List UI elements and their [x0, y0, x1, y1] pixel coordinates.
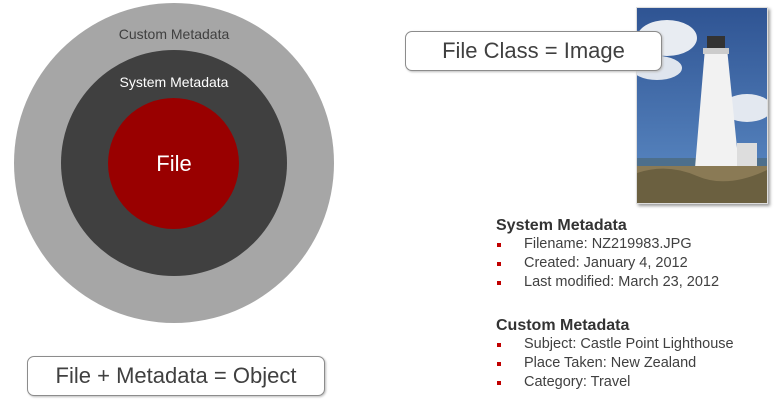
system-metadata-section: System Metadata Filename: NZ219983.JPG C… [496, 217, 719, 292]
bullet-icon [497, 243, 501, 247]
list-item: Category: Travel [496, 373, 734, 392]
item-text: Last modified: March 23, 2012 [524, 274, 720, 290]
file-class-box: File Class = Image [405, 31, 662, 71]
bullet-icon [497, 381, 501, 385]
bullet-icon [497, 281, 501, 285]
file-core [108, 98, 239, 229]
bullet-icon [497, 343, 501, 347]
system-metadata-title: System Metadata [496, 217, 627, 234]
custom-metadata-section: Custom Metadata Subject: Castle Point Li… [496, 317, 734, 392]
list-item: Created: January 4, 2012 [496, 254, 719, 273]
bullet-icon [497, 262, 501, 266]
list-item: Subject: Castle Point Lighthouse [496, 335, 734, 354]
equation-box: File + Metadata = Object [27, 356, 325, 396]
lighthouse-photo [632, 7, 772, 204]
system-metadata-label: System Metadata [119, 74, 229, 90]
custom-metadata-label: Custom Metadata [118, 26, 230, 42]
item-text: Place Taken: New Zealand [524, 355, 697, 371]
custom-metadata-title: Custom Metadata [496, 317, 630, 334]
item-text: Subject: Castle Point Lighthouse [524, 336, 734, 352]
list-item: Place Taken: New Zealand [496, 354, 734, 373]
bullet-icon [497, 362, 501, 366]
file-label: File [156, 151, 192, 176]
item-text: Created: January 4, 2012 [524, 255, 688, 271]
list-item: Filename: NZ219983.JPG [496, 235, 719, 254]
list-item: Last modified: March 23, 2012 [496, 273, 719, 292]
item-text: Filename: NZ219983.JPG [524, 236, 692, 252]
item-text: Category: Travel [524, 374, 631, 390]
